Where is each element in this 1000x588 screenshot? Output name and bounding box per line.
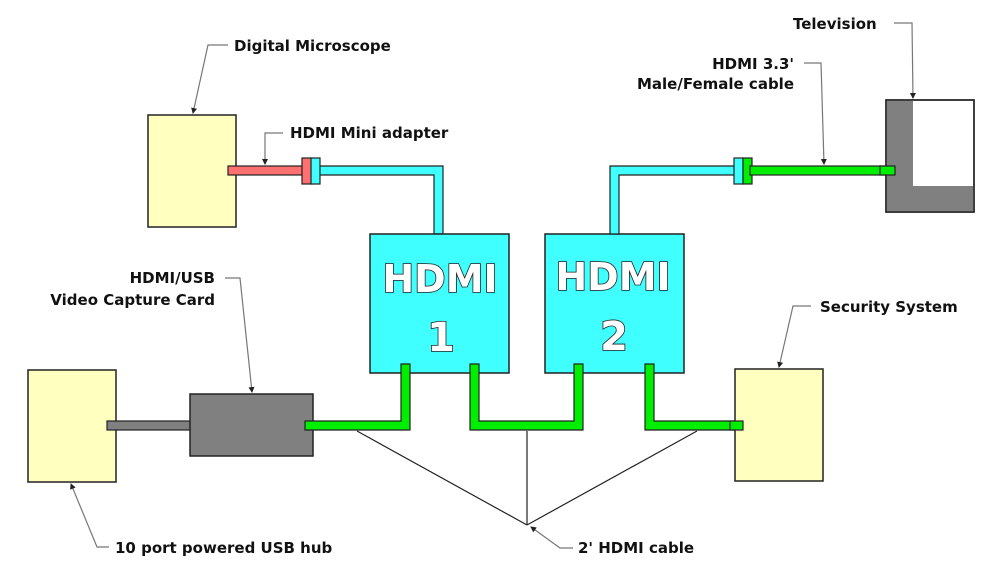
television-frame [887, 101, 973, 211]
cyan-cable-plug-right [733, 157, 744, 185]
short-cable-label: 2' HDMI cable [578, 539, 694, 557]
hdmi-extension-label-line1: HDMI 3.3' [712, 55, 794, 73]
hdmi-extension-label-line2: Male/Female cable [637, 75, 794, 93]
hdmi-switch-1 [369, 233, 510, 374]
usb-hub-box [27, 369, 117, 483]
usb-hub-label: 10 port powered USB hub [115, 539, 333, 557]
hdmi-switch-2-title: HDMI [555, 255, 670, 299]
usb-cable [106, 420, 194, 431]
hdmi-mini-adapter-leader [262, 132, 283, 165]
hdmi-short-cable-1 [304, 363, 411, 431]
security-system-leader [777, 305, 811, 368]
cyan-cable-plug-left [310, 157, 321, 185]
hdmi-short-cable-2 [469, 363, 584, 431]
hdmi-extension-leader [804, 62, 827, 165]
digital-microscope-leader [191, 44, 228, 114]
security-system-label: Security System [820, 298, 958, 316]
hdmi-switch-2 [544, 233, 685, 374]
usb-hub-leader [70, 483, 109, 548]
hdmi-short-cable-3 [644, 363, 744, 431]
hdmi-switch-1-title: HDMI [382, 257, 497, 301]
hdmi-extension-cable-end [879, 165, 896, 176]
cyan-cable-from-hdmi2 [609, 165, 739, 235]
hdmi-mini-adapter-label: HDMI Mini adapter [290, 124, 449, 142]
capture-card-label-line2: Video Capture Card [50, 291, 215, 309]
capture-card-label-line1: HDMI/USB [130, 269, 215, 287]
hdmi-extension-cable [749, 165, 896, 176]
television-label: Television [793, 15, 877, 33]
video-capture-card [189, 393, 314, 457]
security-system-box [734, 368, 824, 482]
capture-card-leader [225, 277, 255, 393]
cyan-cable-to-hdmi1 [311, 165, 444, 235]
hdmi-switch-1-number-label: 1 [427, 315, 455, 361]
digital-microscope-box [147, 114, 237, 228]
hdmi-short-cable-3-end [729, 420, 744, 431]
television-leader [894, 22, 916, 99]
short-cable-label-leader [530, 526, 573, 549]
digital-microscope-label: Digital Microscope [234, 37, 391, 55]
short-cable-pointer-3 [526, 430, 698, 526]
television-outline [885, 99, 975, 213]
short-cable-pointer-1 [356, 430, 528, 526]
hdmi-mini-adapter-cable [227, 165, 309, 176]
hdmi-switch-2-number: 2 [600, 314, 628, 360]
